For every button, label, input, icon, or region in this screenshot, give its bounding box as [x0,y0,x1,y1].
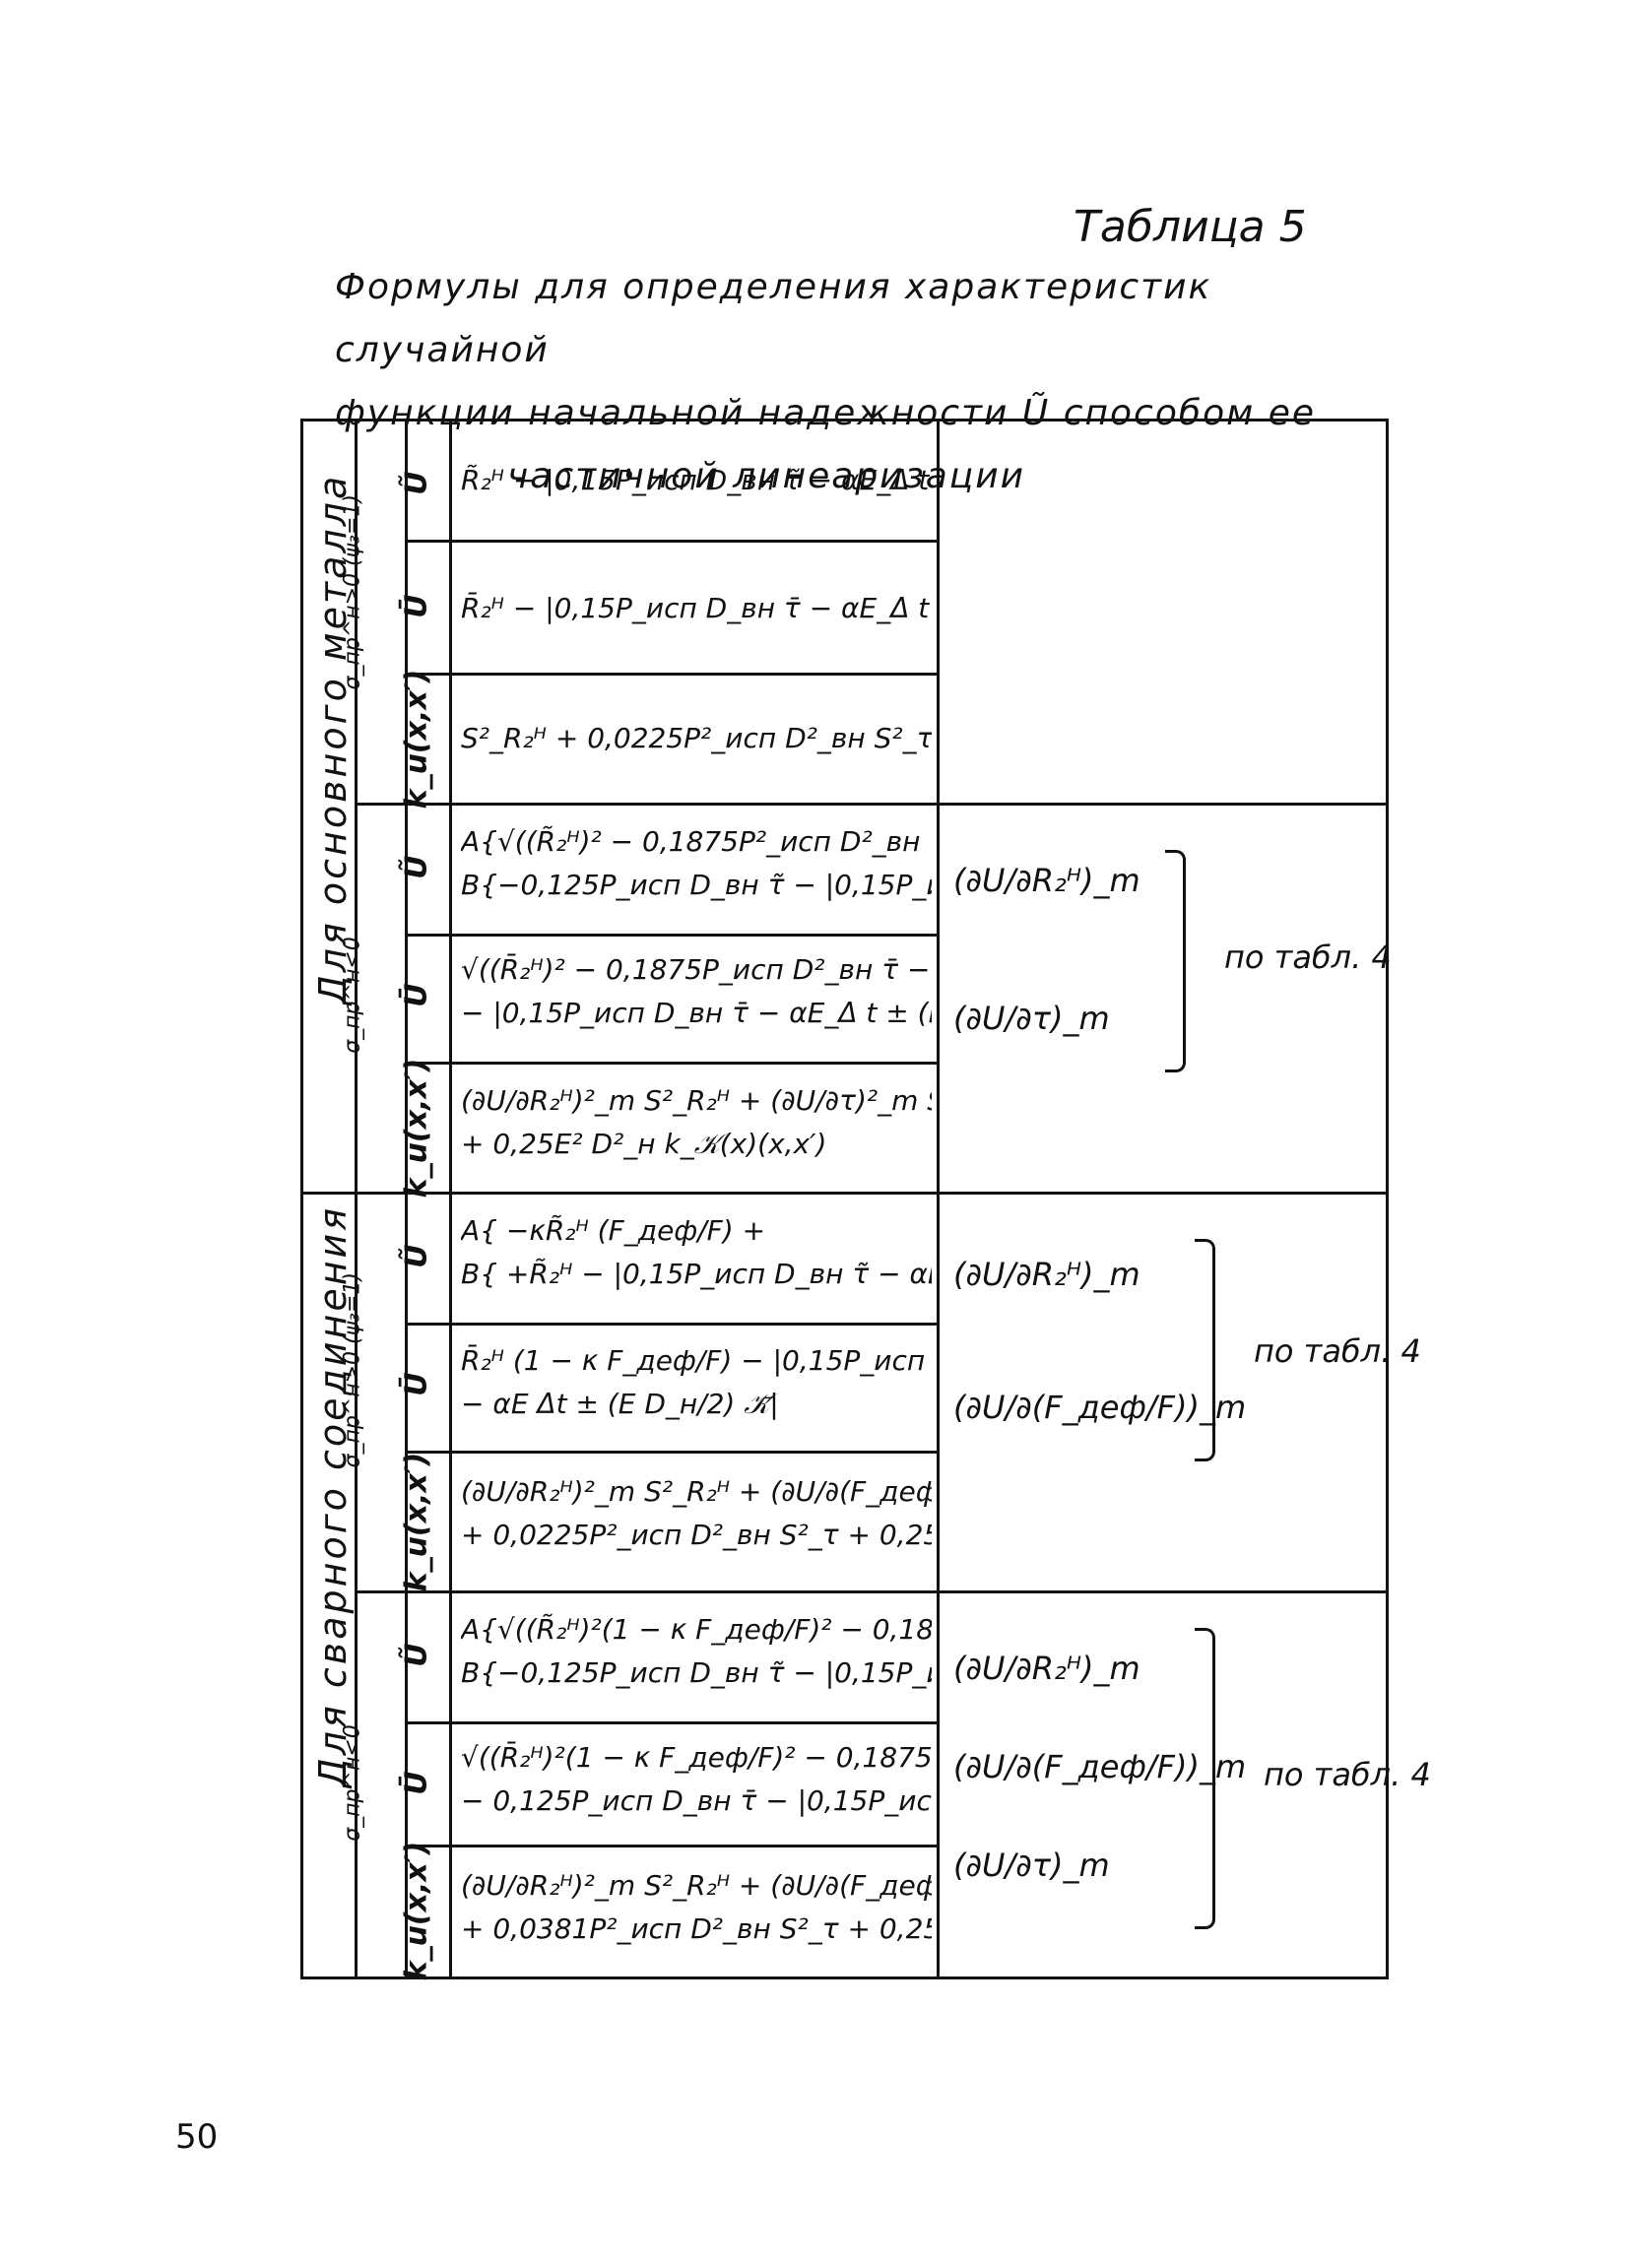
row-divider [405,1323,939,1326]
formula-line: A{√((R̃₂ᴴ)² − 0,1875P²_исп D²_вн τ̃ − [461,825,932,858]
row-divider [405,1721,939,1724]
column-divider [405,421,408,1976]
formula-cell: R̄₂ᴴ − |0,15P_исп D_вн τ̄ − αE_Δ t ± (E … [461,592,932,624]
table-label: Таблица 5 [1074,202,1307,252]
formula-cell: √((R̄₂ᴴ)² − 0,1875P_исп D²_вн τ̄ − 0,125… [461,948,932,1035]
derivative-label: (∂U/∂R₂ᴴ)_m [953,1256,1140,1293]
formula-cell: A{√((R̃₂ᴴ)²(1 − κ F_деф/F)² − 0,1875P²_и… [461,1608,932,1695]
formula-line: B{ +R̃₂ᴴ − |0,15P_исп D_вн τ̃ − αE_Δ t ±… [461,1258,932,1290]
formula-line: A{√((R̃₂ᴴ)²(1 − κ F_деф/F)² − 0,1875P²_и… [461,1613,932,1646]
formula-cell: √((R̄₂ᴴ)²(1 − κ F_деф/F)² − 0,1875P²_исп… [461,1736,932,1823]
formula-line: + 0,25E² D²_н k_𝒦(x)(x,x′) [461,1128,827,1160]
formula-cell: (∂U/∂R₂ᴴ)²_m S²_R₂ᴴ + (∂U/∂(F_деф/F))²_m… [461,1470,932,1557]
derivative-label: (∂U/∂(F_деф/F))_m [953,1389,1247,1426]
caption-line-1: Формулы для определения характеристик сл… [335,267,1212,370]
formula-cell: A{ −κR̃₂ᴴ (F_деф/F) + B{ +R̃₂ᴴ − |0,15P_… [461,1209,932,1296]
table-reference: по табл. 4 [1254,1332,1421,1370]
formula-cell: S²_R₂ᴴ + 0,0225P²_исп D²_вн S²_τ + 0,25E… [461,722,932,754]
formula-line: (∂U/∂R₂ᴴ)²_m S²_R₂ᴴ + (∂U/∂(F_деф/F))²_m… [461,1869,932,1902]
formula-line: + 0,0225P²_исп D²_вн S²_τ + 0,25E² D²_н … [461,1519,932,1551]
formula-line: √((R̄₂ᴴ)²(1 − κ F_деф/F)² − 0,1875P²_исп… [461,1741,932,1774]
formula-cell: (∂U/∂R₂ᴴ)²_m S²_R₂ᴴ + (∂U/∂τ)²_m S²_τ + … [461,1079,932,1166]
formula-line: R̄₂ᴴ (1 − κ F_деф/F) − |0,15P_исп D_вн τ… [461,1344,932,1377]
formula-cell: R̃₂ᴴ − |0,15P_исп D_вн τ̃ − αE_Δ t ± (E … [461,464,932,496]
symbol-label: k_u(x,x′) [399,1841,434,1981]
formula-line: (∂U/∂R₂ᴴ)²_m S²_R₂ᴴ + (∂U/∂(F_деф/F))²_m… [461,1475,932,1508]
formula-table: Для основного металла Для сварного соеди… [300,419,1431,1980]
column-divider [449,421,452,1976]
row-divider [405,540,939,543]
condition-label: σ_пр^н<0 [340,937,365,1054]
formula-line: A{ −κR̃₂ᴴ (F_деф/F) + [461,1214,766,1247]
row-divider [405,1451,939,1454]
group-divider [303,1192,1386,1195]
row-divider [405,1062,939,1065]
page-number: 50 [175,2117,219,2157]
derivative-label: (∂U/∂τ)_m [953,1847,1110,1884]
column-divider [355,421,358,1976]
formula-cell: A{√((R̃₂ᴴ)² − 0,1875P²_исп D²_вн τ̃ − B{… [461,820,932,907]
formula-line: (∂U/∂R₂ᴴ)²_m S²_R₂ᴴ + (∂U/∂τ)²_m S²_τ + … [461,1084,932,1117]
row-divider [405,934,939,937]
formula-line: − 0,125P_исп D_вн τ̄ − |0,15P_исп D_вн τ… [461,1784,932,1817]
formula-line: B{−0,125P_исп D_вн τ̃ − |0,15P_исп D_вн … [461,1656,932,1689]
brace [1195,1628,1215,1929]
derivative-label: (∂U/∂τ)_m [953,1000,1110,1037]
formula-line: − αE Δt ± (E D_н/2) 𝒦̄| [461,1388,779,1420]
subgroup-divider [355,803,1386,806]
brace [1195,1239,1215,1461]
derivative-label: (∂U/∂R₂ᴴ)_m [953,1650,1140,1687]
table-reference: по табл. 4 [1264,1756,1431,1793]
formula-cell: (∂U/∂R₂ᴴ)²_m S²_R₂ᴴ + (∂U/∂(F_деф/F))²_m… [461,1864,932,1951]
subgroup-divider [355,1590,1386,1593]
formula-cell: R̄₂ᴴ (1 − κ F_деф/F) − |0,15P_исп D_вн τ… [461,1339,932,1426]
derivative-label: (∂U/∂(F_деф/F))_m [953,1748,1247,1785]
column-divider [937,421,940,1976]
brace [1165,850,1186,1072]
row-divider [405,1845,939,1847]
caption-line-2: функции начальной надежности Ũ способом … [335,393,1316,433]
condition-label: σ_пр^н<0 [340,1724,365,1842]
formula-line: + 0,0381P²_исп D²_вн S²_τ + 0,25E² D²_н … [461,1912,932,1945]
formula-line: √((R̄₂ᴴ)² − 0,1875P_исп D²_вн τ̄ − 0,125… [461,953,932,986]
row-divider [405,673,939,676]
derivative-label: (∂U/∂R₂ᴴ)_m [953,862,1140,899]
condition-label: σ_пр^н>0 (ψ₃=1) [340,494,365,690]
table-reference: по табл. 4 [1224,939,1392,976]
condition-label: σ_пр^н>0 (ψ₃=1) [340,1272,365,1468]
formula-line: B{−0,125P_исп D_вн τ̃ − |0,15P_исп D_вн … [461,869,932,901]
formula-line: − |0,15P_исп D_вн τ̄ − αE_Δ t ± (E D_н/2… [461,997,932,1029]
